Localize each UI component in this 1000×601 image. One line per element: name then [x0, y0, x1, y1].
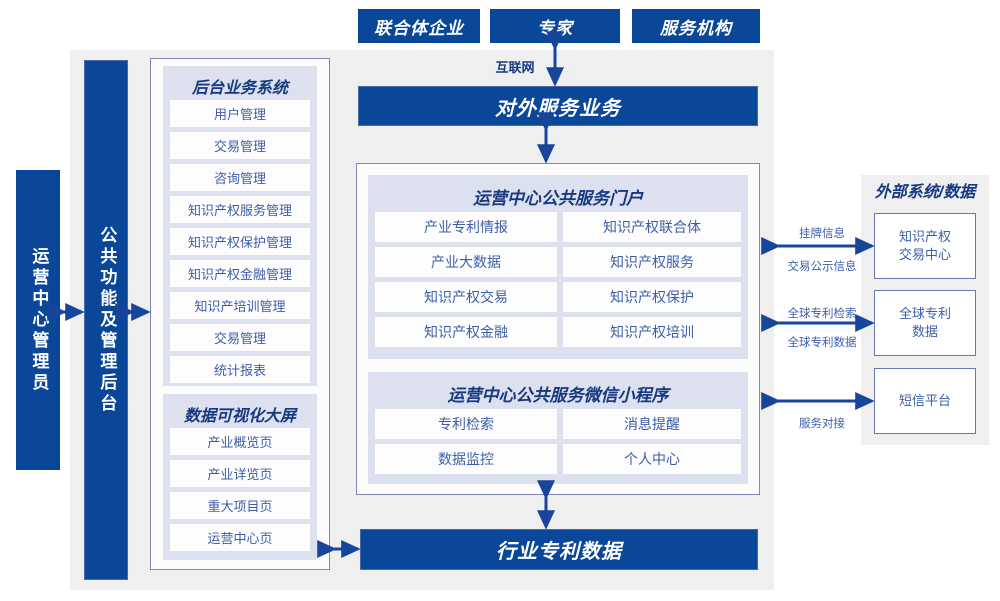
- dataviz-item[interactable]: 重大项目页: [170, 492, 310, 519]
- external-system-sms-platform[interactable]: 短信平台: [874, 368, 976, 434]
- external-service-business-label: 对外服务业务: [495, 97, 621, 120]
- portal-item[interactable]: 产业大数据: [375, 247, 557, 277]
- portal-item[interactable]: 知识产权服务: [563, 247, 741, 277]
- external-system-label: 短信平台: [898, 393, 951, 409]
- portal-item[interactable]: 知识产权联合体: [563, 212, 741, 242]
- data-visualization-title: 数据可视化大屏: [183, 408, 296, 425]
- external-system-global-patent-data[interactable]: 全球专利 数据: [874, 290, 976, 356]
- backend-item[interactable]: 用户管理: [170, 100, 310, 127]
- miniprogram-item[interactable]: 个人中心: [563, 444, 741, 474]
- connector-label-listing-info: 挂牌信息: [799, 228, 845, 240]
- left-bar-label: 公共功能及管理后台: [97, 225, 117, 415]
- portal-item[interactable]: 知识产权金融: [375, 317, 557, 347]
- dataviz-item[interactable]: 运营中心页: [170, 524, 310, 551]
- backend-item[interactable]: 统计报表: [170, 356, 310, 383]
- actor-label: 联合体企业: [374, 18, 464, 38]
- portal-item[interactable]: 知识产权交易: [375, 282, 557, 312]
- backend-business-system-title: 后台业务系统: [191, 80, 288, 97]
- miniprogram-item[interactable]: 专利检索: [375, 409, 557, 439]
- connector-label-global-patent-data: 全球专利数据: [787, 337, 857, 349]
- portal-item[interactable]: 产业专利情报: [375, 212, 557, 242]
- dataviz-item[interactable]: 产业概览页: [170, 428, 310, 455]
- industry-patent-data-bar[interactable]: 行业专利数据: [360, 529, 758, 570]
- actor-box-expert[interactable]: 专家: [490, 9, 620, 43]
- public-service-portal-title: 运营中心公共服务门户: [473, 189, 643, 208]
- connector-label-global-patent-search: 全球专利检索: [787, 308, 857, 320]
- miniprogram-item[interactable]: 消息提醒: [563, 409, 741, 439]
- backend-item[interactable]: 知识产权金融管理: [170, 260, 310, 287]
- external-systems-title: 外部系统/数据: [874, 184, 976, 201]
- portal-item[interactable]: 知识产权保护: [563, 282, 741, 312]
- connector-label-trade-public-info: 交易公示信息: [787, 261, 857, 273]
- connector-label-service-docking: 服务对接: [799, 418, 845, 430]
- miniprogram-item[interactable]: 数据监控: [375, 444, 557, 474]
- connector-label-internet: 互联网: [495, 60, 535, 75]
- dataviz-item[interactable]: 产业详览页: [170, 460, 310, 487]
- backend-item[interactable]: 知识产培训管理: [170, 292, 310, 319]
- external-system-label: 知识产权 交易中心: [898, 229, 951, 262]
- left-bar-label: 运营中心管理员: [29, 246, 49, 394]
- external-service-business-bar[interactable]: 对外服务业务: [358, 86, 758, 126]
- backend-item[interactable]: 交易管理: [170, 324, 310, 351]
- backend-item[interactable]: 咨询管理: [170, 164, 310, 191]
- actor-label: 专家: [537, 18, 573, 38]
- left-bar-operation-center-admin[interactable]: 运营中心管理员: [16, 170, 60, 470]
- external-system-label: 全球专利 数据: [898, 306, 951, 339]
- actor-label: 服务机构: [660, 18, 732, 38]
- backend-item[interactable]: 知识产权服务管理: [170, 196, 310, 223]
- industry-patent-data-label: 行业专利数据: [496, 541, 622, 563]
- actor-box-alliance-enterprise[interactable]: 联合体企业: [358, 9, 480, 43]
- actor-box-service-agency[interactable]: 服务机构: [632, 9, 760, 43]
- backend-item[interactable]: 知识产权保护管理: [170, 228, 310, 255]
- portal-item[interactable]: 知识产权培训: [563, 317, 741, 347]
- backend-item[interactable]: 交易管理: [170, 132, 310, 159]
- external-system-ip-trading-center[interactable]: 知识产权 交易中心: [874, 213, 976, 279]
- wechat-miniprogram-title: 运营中心公共服务微信小程序: [447, 386, 669, 405]
- left-bar-public-function-admin-backend[interactable]: 公共功能及管理后台: [84, 60, 128, 580]
